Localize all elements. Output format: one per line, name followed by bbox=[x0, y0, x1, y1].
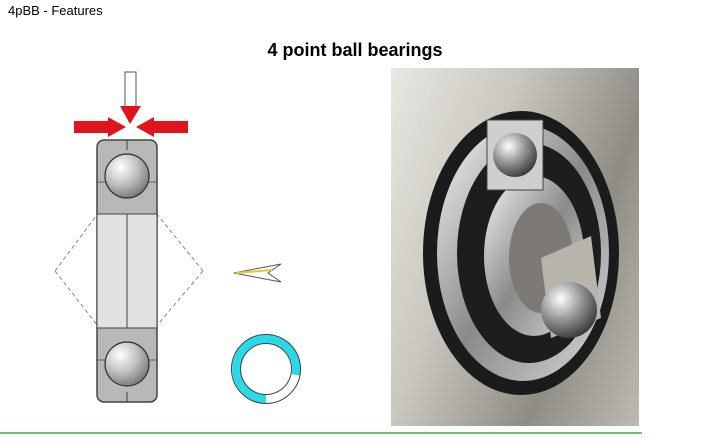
bearing-photo bbox=[391, 68, 639, 426]
bottom-ball bbox=[104, 341, 150, 387]
slide-title: 4 point ball bearings bbox=[267, 40, 443, 60]
bearing-illustration bbox=[423, 111, 619, 395]
right-arrow-icon bbox=[136, 117, 188, 137]
axial-load-shaft bbox=[124, 71, 137, 109]
contact-angle-icon bbox=[233, 263, 282, 283]
bearing-section bbox=[96, 139, 158, 403]
header-label: 4pBB - Features bbox=[8, 3, 103, 18]
load-arrows bbox=[74, 71, 188, 137]
left-arrow-icon bbox=[74, 117, 126, 137]
axial-arrow-head-icon bbox=[120, 106, 141, 124]
footer-divider bbox=[0, 432, 642, 434]
split-ring-icon bbox=[231, 334, 302, 405]
top-ball bbox=[104, 153, 150, 199]
